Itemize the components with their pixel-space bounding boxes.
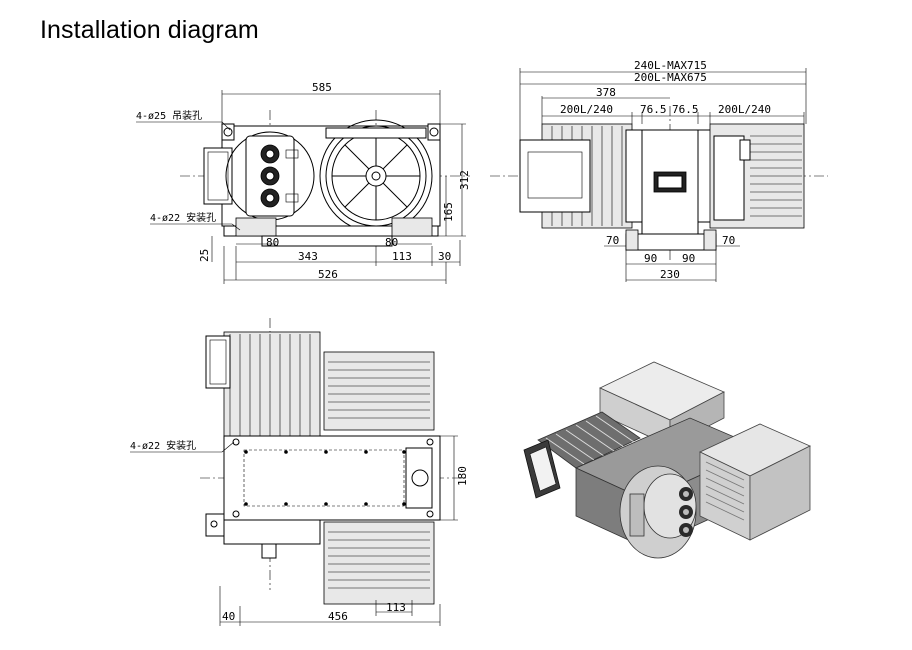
dim-343: 343 [298, 250, 318, 263]
dim-378: 378 [596, 86, 616, 99]
front-view: 585 312 165 25 80 80 343 113 30 526 4-ø2… [136, 81, 471, 284]
dim-230: 230 [660, 268, 680, 281]
dim-240L-max715: 240L-MAX715 [634, 59, 707, 72]
dim-80-left: 80 [266, 236, 279, 249]
dim-30: 30 [438, 250, 451, 263]
dim-200L-240-left: 200L/240 [560, 103, 613, 116]
dim-80-right: 80 [385, 236, 398, 249]
dim-312: 312 [458, 170, 471, 190]
page-title: Installation diagram [40, 16, 259, 44]
dim-76-5-right: 76.5 [672, 103, 699, 116]
dim-456: 456 [328, 610, 348, 623]
dim-90-right: 90 [682, 252, 695, 265]
dim-70-left: 70 [606, 234, 619, 247]
dim-25: 25 [198, 249, 211, 262]
side-view: 240L-MAX715 200L-MAX675 378 200L/240 76.… [490, 59, 828, 282]
dim-200L-max675: 200L-MAX675 [634, 71, 707, 84]
dim-165: 165 [442, 202, 455, 222]
dim-526: 526 [318, 268, 338, 281]
dim-40: 40 [222, 610, 235, 623]
dim-90-left: 90 [644, 252, 657, 265]
note-mounting-holes-top: 4-ø22 安装孔 [130, 439, 196, 452]
top-view: 180 113 40 456 4-ø22 安装孔 [130, 318, 469, 626]
dim-585: 585 [312, 81, 332, 94]
dim-70-right: 70 [722, 234, 735, 247]
dim-180: 180 [456, 466, 469, 486]
dim-200L-240-right: 200L/240 [718, 103, 771, 116]
dim-113-top: 113 [386, 601, 406, 614]
machine-render [523, 361, 811, 559]
dim-76-5-left: 76.5 [640, 103, 667, 116]
dim-113: 113 [392, 250, 412, 263]
note-lifting-holes: 4-ø25 吊装孔 [136, 109, 202, 122]
note-mounting-holes: 4-ø22 安装孔 [150, 211, 216, 224]
